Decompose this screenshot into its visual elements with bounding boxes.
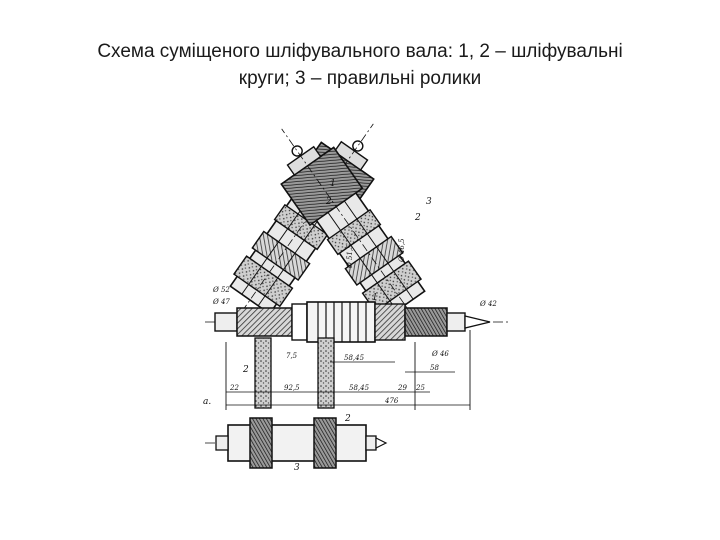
dim-d46-5: Ø 46,5	[398, 238, 406, 263]
callout-2-bottom: 2	[344, 414, 351, 424]
dim-d51-5: Ø 51,5	[346, 244, 354, 269]
dim-476: 476	[384, 397, 399, 405]
right-inclined-spindle	[280, 128, 426, 330]
dim-7-5: 7,5	[286, 352, 298, 360]
central-shaft	[205, 301, 510, 343]
view-label-a: а.	[203, 397, 211, 407]
dimension-lines	[226, 361, 470, 406]
dim-58-45: 58,45	[349, 384, 370, 392]
callout-2-lower: 2	[242, 365, 249, 375]
dim-92-5: 92,5	[284, 384, 300, 392]
slide-title: Схема суміщеного шліфувального вала: 1, …	[40, 38, 680, 92]
callout-2-left: 2	[325, 197, 332, 207]
callout-3-bottom: 3	[294, 463, 300, 473]
callout-3-right: 3	[426, 197, 432, 207]
dim-d42: Ø 42	[479, 300, 497, 308]
title-line-2: круги; 3 – правильні ролики	[238, 68, 482, 89]
dim-d52: Ø 52	[212, 286, 230, 294]
lower-wheels	[225, 330, 471, 410]
bottom-side-view	[205, 417, 388, 469]
title-line-1: Схема суміщеного шліфувального вала: 1, …	[97, 41, 623, 62]
dim-d47: Ø 47	[212, 298, 230, 306]
dim-22: 22	[229, 384, 239, 392]
dim-29: 29	[397, 384, 407, 392]
dim-25: 25	[415, 384, 425, 392]
dim-58: 58	[430, 364, 439, 372]
callout-1-left: 1	[330, 179, 336, 189]
callout-labels: 1 2 3 2 1 2 2 3 а. 22 92,5 58,45 29 25 4…	[203, 179, 497, 473]
dim-d46: Ø 46	[431, 350, 449, 358]
dim-58-45-upper: 58,45	[344, 354, 365, 362]
callout-2-right: 2	[414, 213, 421, 223]
callout-1-center: 1	[372, 293, 378, 303]
